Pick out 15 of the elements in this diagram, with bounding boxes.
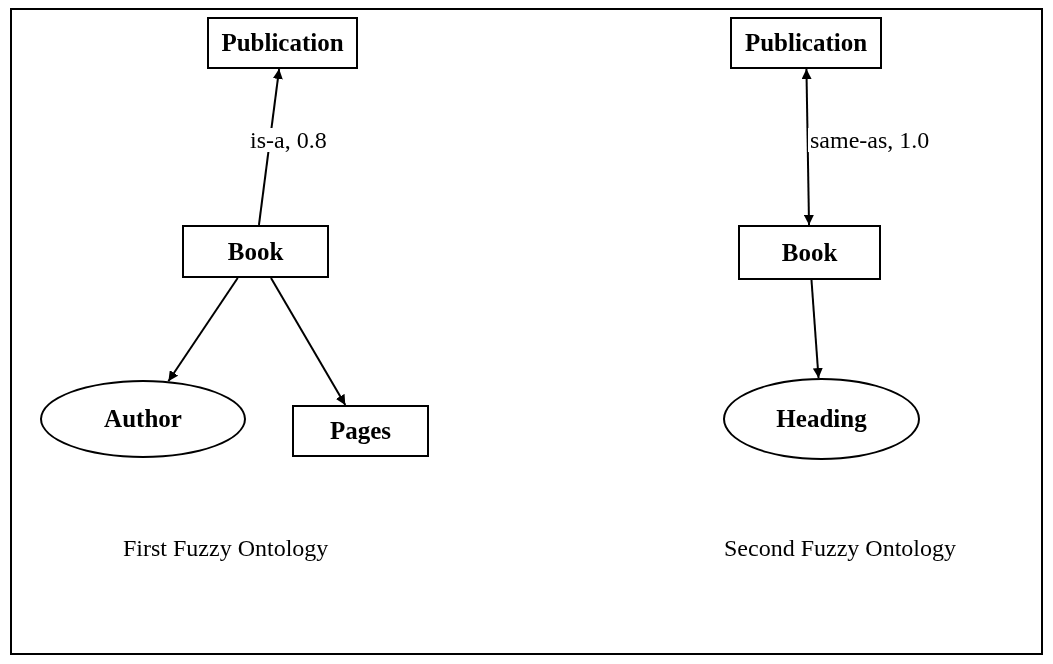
rect-node: Pages	[292, 405, 429, 457]
caption-text: First Fuzzy Ontology	[123, 536, 329, 560]
rect-node: Book	[182, 225, 329, 278]
rect-node: Publication	[730, 17, 882, 69]
caption-text: Second Fuzzy Ontology	[724, 536, 956, 560]
rect-node: Publication	[207, 17, 358, 69]
arrow	[801, 68, 814, 226]
edge-label: is-a, 0.8	[248, 128, 329, 152]
arrow	[810, 279, 823, 379]
edge-label: same-as, 1.0	[808, 128, 932, 152]
arrow	[270, 277, 347, 406]
ellipse-node: Author	[40, 380, 246, 458]
ellipse-node: Heading	[723, 378, 920, 460]
arrow	[167, 277, 239, 383]
rect-node: Book	[738, 225, 881, 280]
